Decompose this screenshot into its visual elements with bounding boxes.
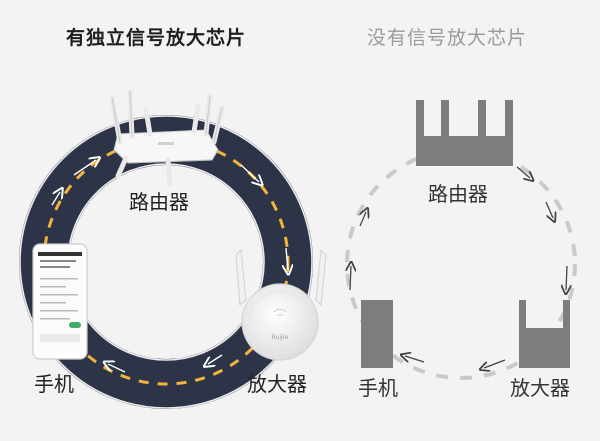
right-router-label: 路由器	[428, 182, 488, 206]
left-router-label: 路由器	[129, 190, 189, 214]
amplifier-logo: Ruijie	[272, 334, 289, 341]
right-panel-title: 没有信号放大芯片	[367, 27, 528, 49]
right-phone-label: 手机	[358, 376, 398, 400]
amplifier-device: Ruijie	[235, 248, 327, 361]
left-panel-title: 有独立信号放大芯片	[66, 27, 247, 49]
road-direction-arrows	[51, 160, 288, 373]
router-device	[109, 89, 225, 187]
left-amplifier-label: 放大器	[247, 372, 307, 396]
amplifier-icon-gray	[519, 300, 570, 368]
phone-icon-gray	[361, 300, 393, 368]
router-icon-gray	[416, 100, 513, 166]
right-amplifier-label: 放大器	[510, 376, 570, 400]
phone-device	[32, 243, 88, 360]
left-phone-label: 手机	[34, 372, 74, 396]
weak-signal-arrows	[350, 166, 567, 368]
